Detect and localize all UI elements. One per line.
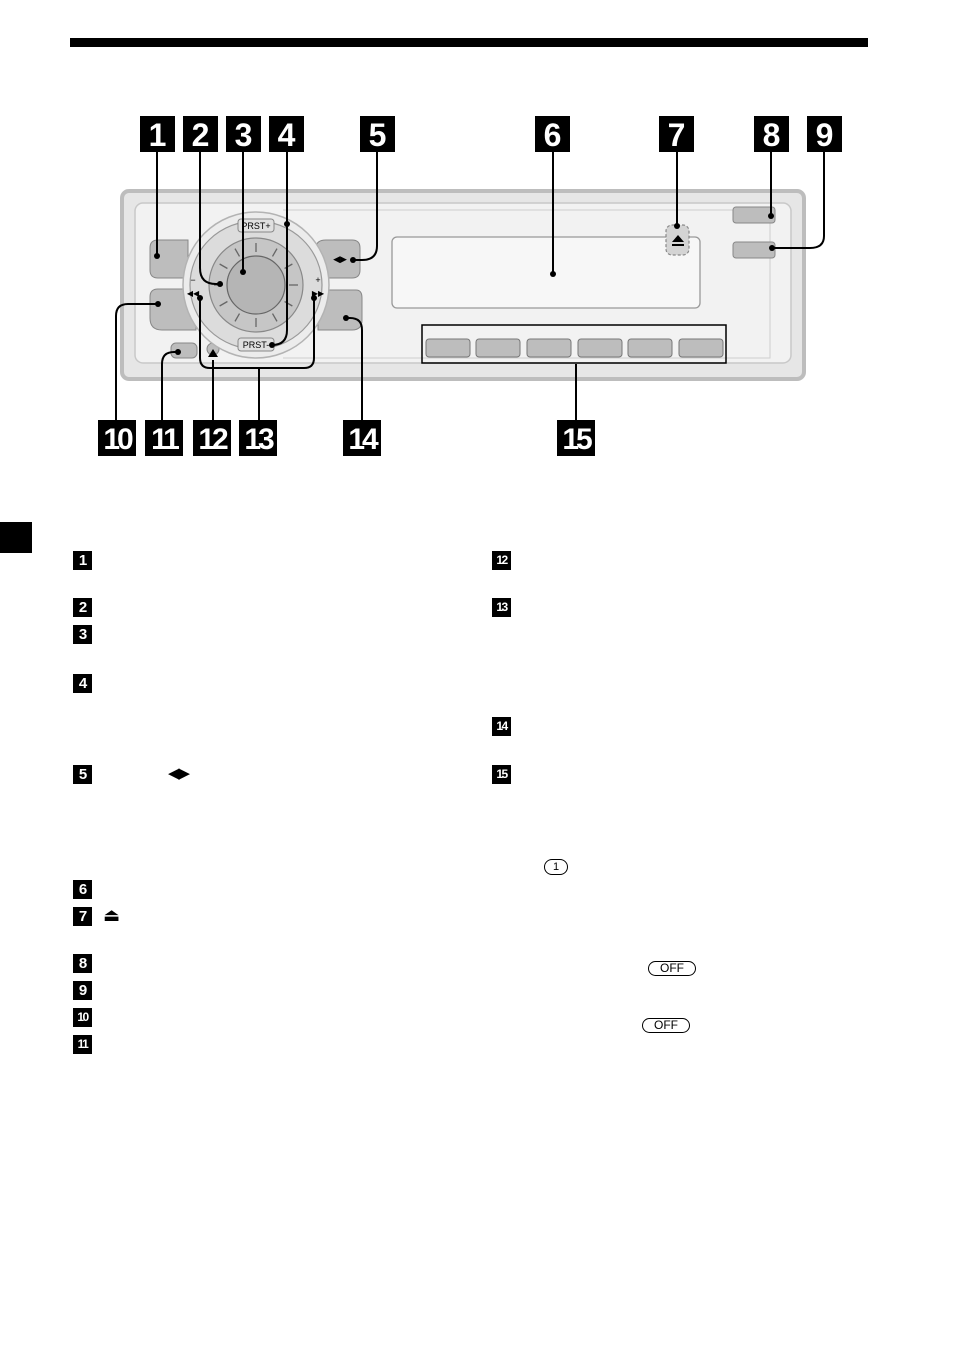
top-callouts: 1 2 3 4 5 6 7 8 9 [140,116,842,153]
preset-button[interactable] [577,338,623,358]
legend-badge-12: 12 [492,551,511,570]
callout-3-box [226,116,261,152]
dial-tick [234,248,241,257]
callout-14-box [343,420,381,456]
dial-tick [271,313,278,322]
bottom-callouts: 10 11 12 13 14 15 [98,420,595,456]
callout-11: 11 [151,423,179,456]
receptor-arrow-icon [208,349,218,357]
preset-button[interactable] [425,338,471,358]
eject-icon-legend: ⏏ [103,905,121,926]
faceplate-inner-edge [283,209,771,359]
seek-forward-icon: ▶▶ [312,289,325,298]
display-window [391,236,701,309]
legend-badge-7: 7 [73,907,92,926]
legend-badge-5: 5 [73,765,92,784]
callout-7-box [659,116,694,152]
callout-4: 4 [278,117,296,153]
legend-badge-14: 14 [492,717,511,736]
prst-plus-label: PRST+ [241,221,270,231]
section-tab [0,522,32,553]
callout-5: 5 [369,117,387,153]
preset-buttons [425,338,724,358]
callout-1-box [140,116,175,152]
callout-9: 9 [816,117,834,153]
legend-badge-9: 9 [73,981,92,1000]
preset-button[interactable] [627,338,673,358]
legend-badge-6: 6 [73,880,92,899]
callout-6: 6 [544,117,562,153]
off-button-label-1: OFF [648,961,696,976]
legend-badge-11: 11 [73,1035,92,1054]
seek-plus-label: + [315,275,320,285]
off-button-label-2: OFF [642,1018,690,1033]
callout-10-box [98,420,136,456]
callout-15: 15 [562,423,592,456]
callout-14: 14 [348,423,379,456]
dial-tick [219,263,228,270]
dial-tick [271,248,278,257]
callout-13-box [239,420,277,456]
preset-button[interactable] [526,338,572,358]
callout-10: 10 [103,423,133,456]
callout-7: 7 [668,117,686,153]
prst-minus-label: PRST- [243,340,270,350]
button-1-shape[interactable] [149,239,189,279]
callout-13: 13 [244,423,274,456]
eject-bar-icon [672,244,684,246]
leader-dots [154,213,775,355]
button-9-shape[interactable] [732,241,776,259]
callout-15-box [557,420,595,456]
callout-8: 8 [763,117,781,153]
callout-4-box [269,116,304,152]
callout-1: 1 [149,117,167,153]
preset-button[interactable] [678,338,724,358]
legend-badge-3: 3 [73,625,92,644]
mode-arrows-icon-legend: ◀▶ [168,764,190,782]
leader-lines [115,152,825,420]
legend-badge-15: 15 [492,765,511,784]
dial-ticks [214,243,298,327]
dial-tick [284,263,293,270]
legend-badge-4: 4 [73,674,92,693]
legend-badge-10: 10 [73,1008,92,1027]
legend-badge-1: 1 [73,551,92,570]
seek-back-icon: ◀◀ [187,289,200,298]
callout-12-box [193,420,231,456]
preset-bracket [421,324,727,364]
dial-tick [234,313,241,322]
circled-number-1: 1 [544,859,568,875]
callout-11-box [145,420,183,456]
callout-6-box [535,116,570,152]
mode-arrows-icon: ◀▶ [333,255,347,265]
front-panel-diagram: PRST+ PRST- + − ▶▶ ◀◀ ◀▶ [98,116,842,456]
legend-badge-13: 13 [492,598,511,617]
callout-9-box [807,116,842,152]
callout-8-box [754,116,789,152]
legend-badge-2: 2 [73,598,92,617]
dial-tick [219,300,228,307]
dial-tick [284,300,293,307]
callout-2: 2 [192,117,210,153]
callout-2-box [183,116,218,152]
callout-5-box [360,116,395,152]
preset-button[interactable] [475,338,521,358]
eject-icon [672,235,684,242]
button-8-shape[interactable] [732,206,776,224]
legend-badge-8: 8 [73,954,92,973]
callout-3: 3 [235,117,253,153]
button-11-shape[interactable] [170,342,198,359]
top-rule [70,38,868,47]
prst-plus-key[interactable] [237,218,275,233]
volume-dial-center[interactable] [226,255,286,315]
callout-12: 12 [198,423,228,456]
seek-minus-label: − [190,275,195,285]
